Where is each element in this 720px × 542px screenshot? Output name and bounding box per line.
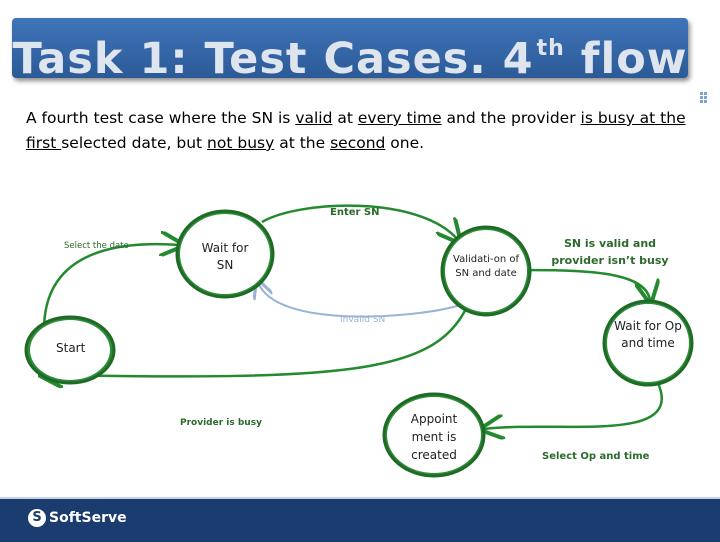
wait-sn-node-face <box>180 214 270 294</box>
validation-node-label: Validati-on of SN and date <box>453 254 519 279</box>
validation-node-face <box>445 230 527 312</box>
appointment-node-label: Appoint ment is created <box>410 412 458 462</box>
corner-decoration <box>700 92 710 103</box>
edge-select-op <box>484 382 663 429</box>
label-select-date: Select the date <box>64 241 129 251</box>
wait-op-node-face <box>607 304 689 382</box>
edge-sn-valid <box>514 268 650 300</box>
appointment-node-face <box>387 397 481 473</box>
edge-select-date <box>42 244 180 331</box>
wait-sn-node-label: Wait for SN <box>201 241 249 272</box>
edge-enter-sn <box>261 204 458 240</box>
edge-provider-busy <box>43 299 472 376</box>
start-node-label: Start <box>56 341 86 355</box>
label-select-op: Select Op and time <box>542 451 650 462</box>
label-enter-sn: Enter SN <box>330 207 380 218</box>
label-sn-valid: SN is valid and provider isn’t busy <box>551 237 669 267</box>
wait-op-node-label: Wait for Op and time <box>614 319 682 350</box>
edge-invalid-sn <box>258 282 461 318</box>
start-node-face <box>30 320 110 380</box>
softserve-logo-icon: S <box>28 509 46 527</box>
label-invalid-sn: Invalid SN <box>340 315 386 325</box>
test-case-description: A fourth test case where the SN is valid… <box>26 109 686 152</box>
label-provider-busy: Provider is busy <box>180 418 262 428</box>
